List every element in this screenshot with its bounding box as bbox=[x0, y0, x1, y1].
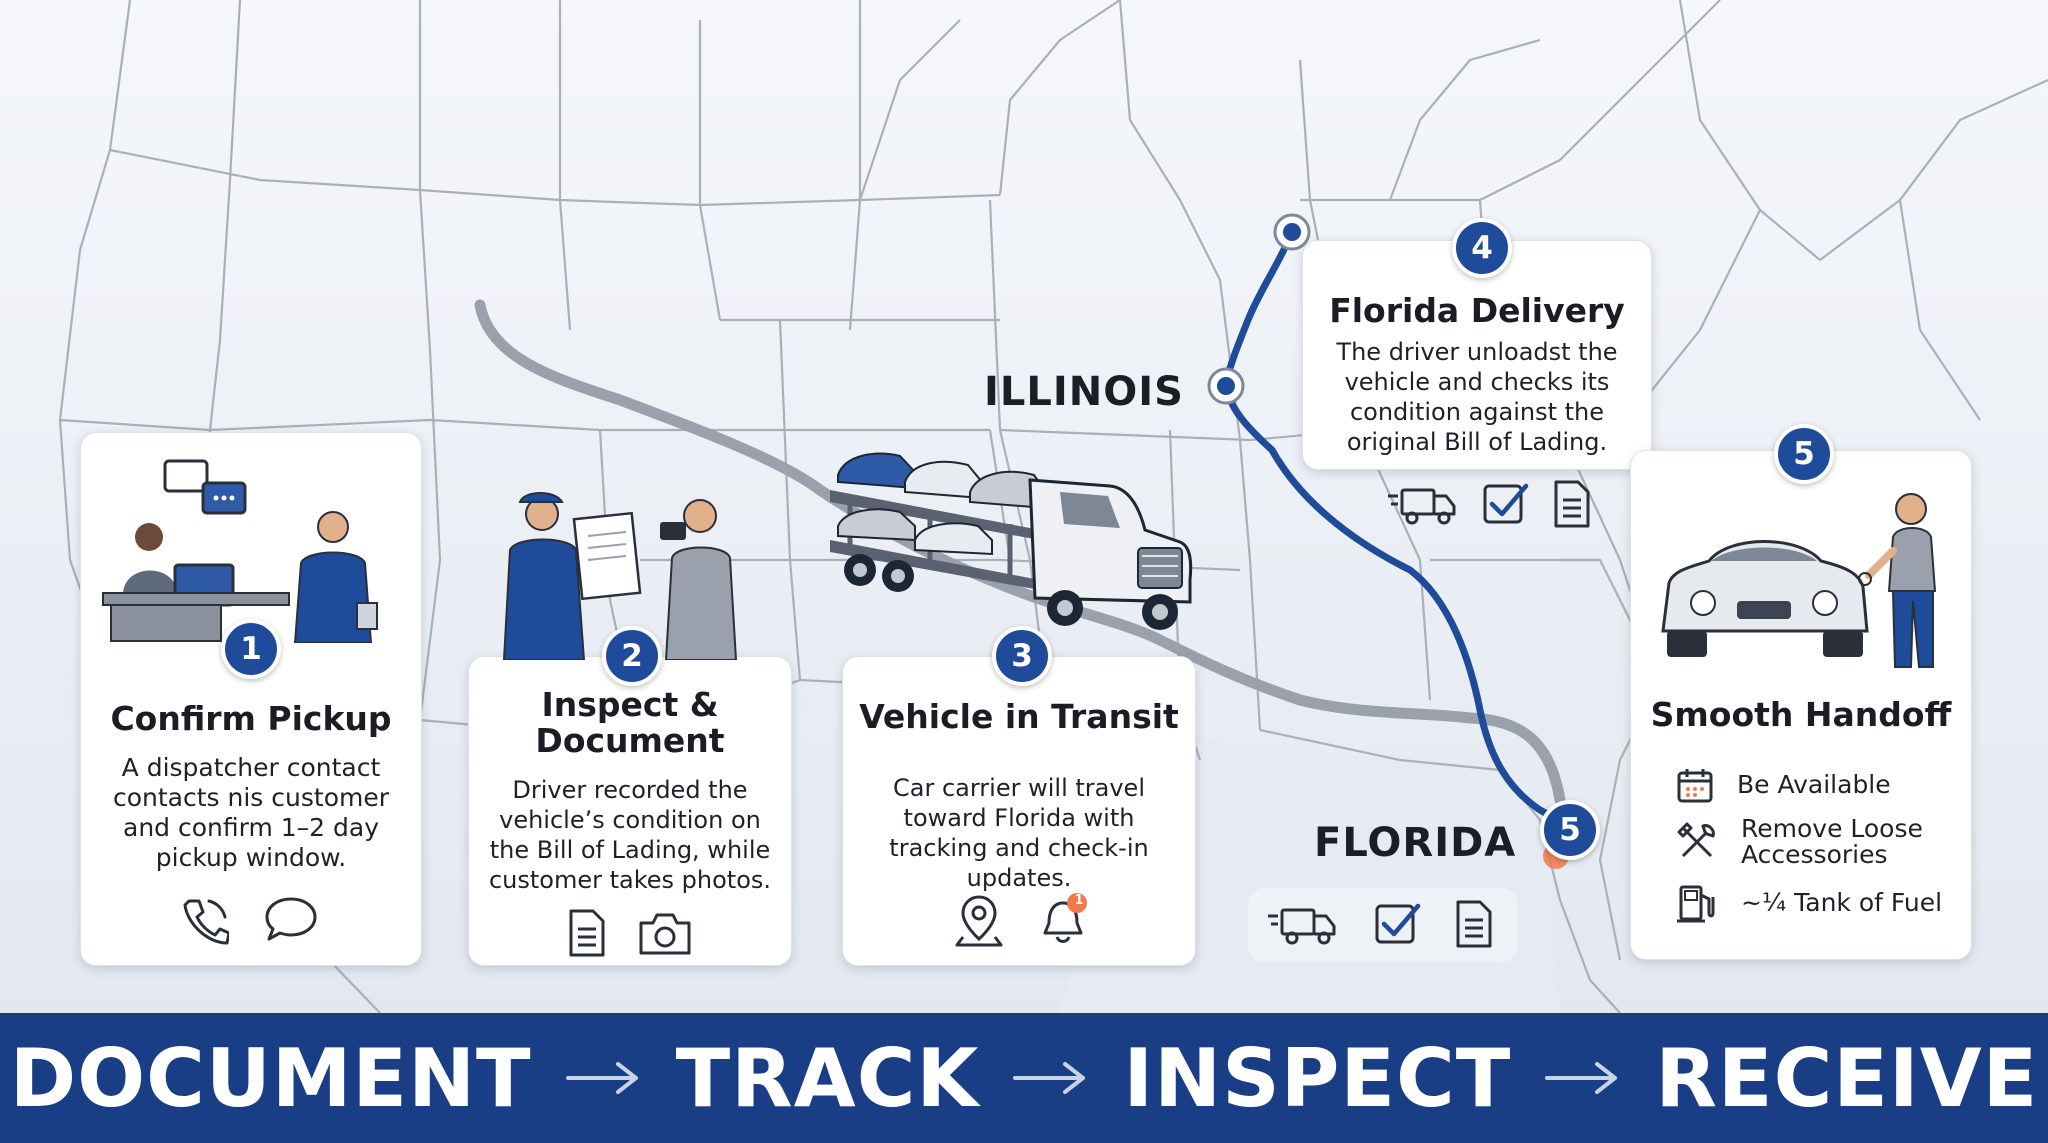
camera-icon bbox=[639, 913, 691, 955]
fuel-pump-icon bbox=[1677, 885, 1715, 923]
truck-icon bbox=[1268, 908, 1336, 945]
dispatcher-illustration bbox=[102, 459, 378, 643]
truck-icon bbox=[1388, 488, 1456, 525]
step-2-description: Driver recorded the vehicle’s condition … bbox=[488, 776, 772, 894]
chat-bubble-icon bbox=[265, 897, 317, 941]
step-4-title: Florida Delivery bbox=[1329, 291, 1625, 330]
checklist-item-be-available: Be Available bbox=[1675, 761, 1961, 809]
document-icon bbox=[569, 909, 605, 957]
step-3-number: 3 bbox=[992, 626, 1052, 686]
step-1-title: Confirm Pickup bbox=[110, 699, 392, 738]
checklist-label: Be Available bbox=[1737, 770, 1891, 799]
step-4-description: The driver unloadst the vehicle and chec… bbox=[1336, 338, 1618, 456]
banner-word-inspect: INSPECT bbox=[1123, 1031, 1512, 1125]
banner-word-receive: RECEIVE bbox=[1655, 1031, 2039, 1125]
step-2-title: Inspect & Document bbox=[535, 685, 725, 760]
checklist-label: Remove Loose Accessories bbox=[1741, 814, 1923, 869]
step-3-title: Vehicle in Transit bbox=[859, 697, 1179, 736]
step-2-number: 2 bbox=[602, 626, 662, 686]
tools-icon bbox=[1677, 822, 1715, 858]
step-4-number: 4 bbox=[1452, 218, 1512, 278]
step-1-number: 1 bbox=[221, 619, 281, 679]
banner-word-track: TRACK bbox=[675, 1031, 980, 1125]
state-label-florida: FLORIDA bbox=[1314, 820, 1517, 866]
checkbox-icon bbox=[1483, 483, 1529, 524]
step-card-vehicle-in-transit: Vehicle in Transit Car carrier will trav… bbox=[842, 656, 1196, 966]
car-carrier-truck bbox=[830, 452, 1193, 630]
step-5-title: Smooth Handoff bbox=[1650, 695, 1952, 734]
step-card-florida-delivery: Florida Delivery The driver unloadst the… bbox=[1302, 240, 1652, 470]
document-icon bbox=[1456, 900, 1492, 948]
calendar-icon bbox=[1677, 769, 1713, 803]
bell-icon bbox=[1043, 893, 1087, 943]
step-3-description: Car carrier will travel toward Florida w… bbox=[889, 774, 1149, 892]
arrow-right-icon bbox=[1013, 1062, 1086, 1094]
handoff-illustration bbox=[1661, 493, 1937, 668]
step-card-inspect-document: Inspect & Document Driver recorded the v… bbox=[468, 656, 792, 966]
checkbox-icon bbox=[1375, 903, 1421, 944]
checklist-item-fuel: ~¼ Tank of Fuel bbox=[1675, 879, 1961, 927]
process-banner: DOCUMENT TRACK INSPECT RECEIVE bbox=[0, 1013, 2048, 1143]
phone-icon bbox=[183, 899, 229, 945]
map-pin-icon bbox=[955, 895, 1003, 947]
banner-word-document: DOCUMENT bbox=[9, 1031, 532, 1125]
notification-badge-count: 1 bbox=[1074, 893, 1084, 908]
inspection-illustration bbox=[502, 492, 738, 660]
state-label-illinois: ILLINOIS bbox=[984, 369, 1184, 415]
step-5-number: 5 bbox=[1774, 424, 1834, 484]
route-step-5-marker: 5 bbox=[1540, 800, 1600, 860]
arrow-right-icon bbox=[565, 1062, 638, 1094]
checklist-label: ~¼ Tank of Fuel bbox=[1741, 888, 1943, 917]
florida-status-strip bbox=[1248, 888, 1518, 962]
checklist-item-remove-accessories: Remove Loose Accessories bbox=[1675, 811, 1961, 873]
arrow-right-icon bbox=[1545, 1062, 1618, 1094]
step-1-description: A dispatcher contact contacts nis custom… bbox=[112, 753, 389, 872]
document-icon bbox=[1554, 480, 1590, 528]
step-card-smooth-handoff: Smooth Handoff Be Available Remove Loose… bbox=[1630, 450, 1972, 960]
step-card-confirm-pickup: 1 Confirm Pickup A dispatcher contact co… bbox=[80, 432, 422, 966]
